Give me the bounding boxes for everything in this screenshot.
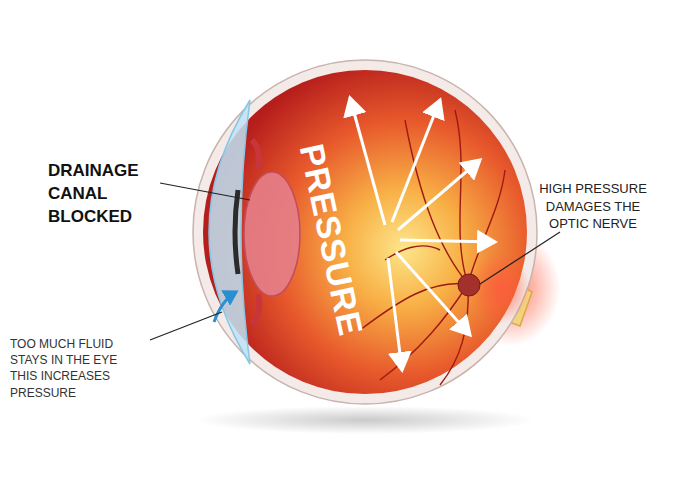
pressure-arrow <box>388 258 402 370</box>
iris <box>235 190 238 274</box>
ciliary-body <box>252 140 259 170</box>
fluid-arrow <box>214 292 236 322</box>
pressure-arrows <box>350 98 495 370</box>
leader-line <box>160 183 250 200</box>
pressure-arrow <box>400 240 495 242</box>
vessel <box>385 246 440 260</box>
optic-disc <box>458 274 480 296</box>
callout-label: TOO MUCH FLUID STAYS IN THE EYE THIS INC… <box>10 336 130 401</box>
leader-line <box>480 232 560 284</box>
vessel <box>405 120 468 284</box>
vessel <box>455 110 468 284</box>
eye-shadow <box>195 406 535 434</box>
callout-label: HIGH PRESSURE DAMAGES THE OPTIC NERVE <box>532 180 654 233</box>
blood-vessels <box>360 110 505 385</box>
sclera <box>193 60 537 404</box>
callout-label: DRAINAGE CANAL BLOCKED <box>48 160 163 229</box>
vessel <box>440 284 468 385</box>
pressure-arrow <box>396 252 470 335</box>
vessel <box>468 170 505 284</box>
pressure-arrow <box>392 100 440 222</box>
pressure-arrow <box>398 160 480 230</box>
eye-interior <box>203 70 527 394</box>
ciliary-body <box>252 294 259 324</box>
lens <box>244 172 300 296</box>
leader-line <box>150 312 222 340</box>
pressure-arrow <box>350 98 385 225</box>
